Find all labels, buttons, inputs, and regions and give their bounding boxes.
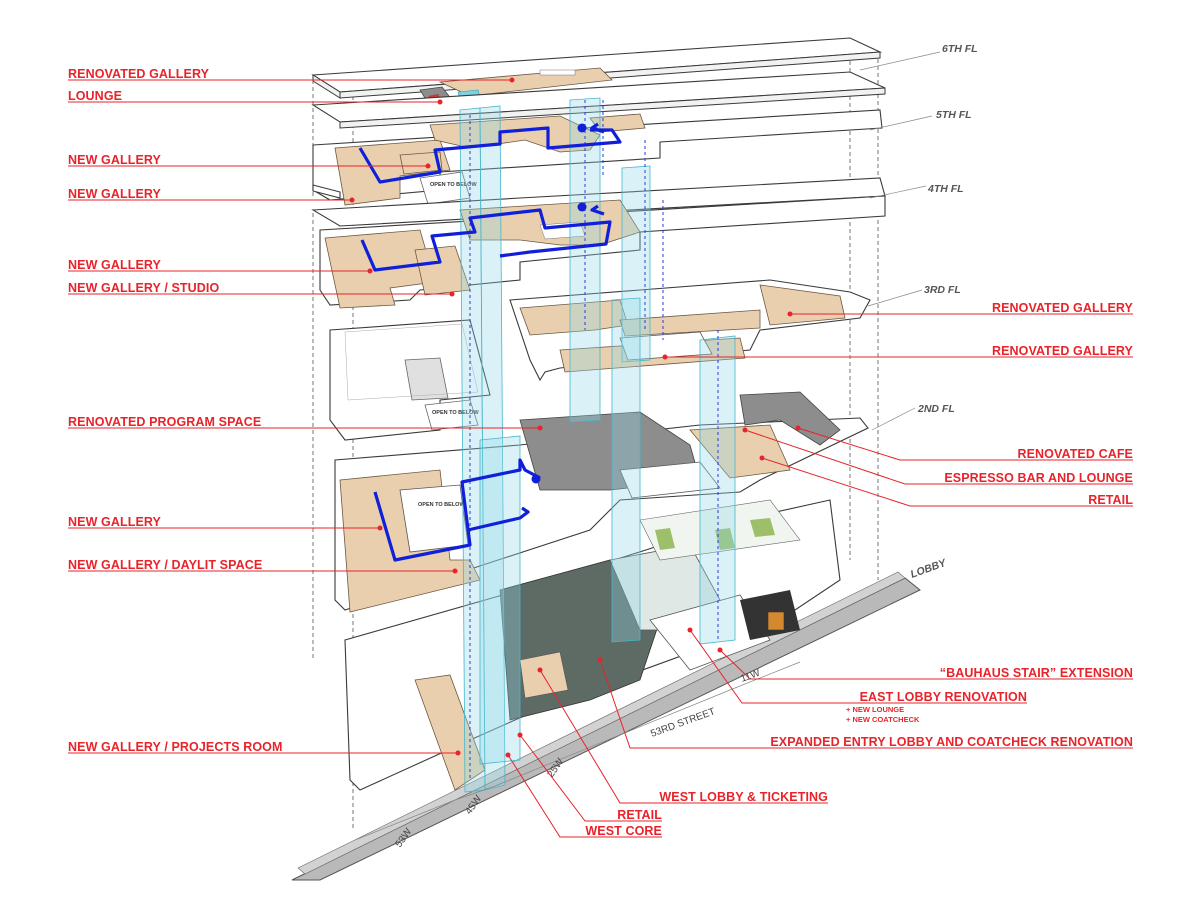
label-retail-2: RETAIL	[1088, 493, 1133, 507]
bottom-labels: WEST LOBBY & TICKETING RETAIL WEST CORE	[505, 667, 828, 838]
open-to-below-label: OPEN TO BELOW	[430, 182, 477, 188]
label-espresso-bar: ESPRESSO BAR AND LOUNGE	[944, 471, 1133, 485]
open-to-below-label: OPEN TO BELOW	[418, 502, 465, 508]
label-new-gallery-5a: NEW GALLERY	[68, 153, 162, 167]
floor-5-slab	[300, 109, 883, 210]
floor-6-slab	[311, 37, 883, 104]
circulation-path-5th	[358, 122, 622, 184]
label-east-lobby: EAST LOBBY RENOVATION	[860, 690, 1027, 704]
label-west-core: WEST CORE	[585, 824, 662, 838]
east-lobby-note-coatcheck: + NEW COATCHECK	[846, 715, 920, 724]
label-expanded-entry: EXPANDED ENTRY LOBBY AND COATCHECK RENOV…	[770, 735, 1133, 749]
floor-label-3: 3RD FL	[924, 284, 961, 296]
floor-3-slab	[509, 279, 871, 382]
east-lobby-note-lounge: + NEW LOUNGE	[846, 705, 904, 714]
floor-5-upper-slab	[311, 71, 886, 129]
label-new-gallery-projects: NEW GALLERY / PROJECTS ROOM	[68, 740, 283, 754]
circulation-path-2nd	[373, 458, 541, 562]
sidewalk	[291, 571, 921, 881]
label-new-gallery-4: NEW GALLERY	[68, 258, 162, 272]
label-lounge: LOUNGE	[68, 89, 122, 103]
label-new-gallery-5b: NEW GALLERY	[68, 187, 162, 201]
open-to-below-2: OPEN TO BELOW	[418, 502, 465, 508]
circulation-path-4th	[360, 202, 612, 272]
floor-label-lobby: LOBBY	[909, 557, 949, 581]
left-leader-dots	[349, 77, 543, 756]
label-retail-lobby: RETAIL	[617, 808, 662, 822]
right-labels: RENOVATED GALLERY RENOVATED GALLERY RENO…	[597, 301, 1134, 749]
label-renovated-gallery-3b: RENOVATED GALLERY	[992, 344, 1134, 358]
open-to-below-5: OPEN TO BELOW	[419, 171, 477, 205]
label-renovated-cafe: RENOVATED CAFE	[1017, 447, 1133, 461]
label-new-gallery-2: NEW GALLERY	[68, 515, 162, 529]
floor-label-4: 4TH FL	[927, 183, 964, 195]
left-labels: RENOVATED GALLERY LOUNGE NEW GALLERY NEW…	[68, 67, 540, 754]
open-to-below-3: OPEN TO BELOW	[424, 399, 479, 431]
label-renovated-gallery-6: RENOVATED GALLERY	[68, 67, 210, 81]
label-renovated-gallery-3a: RENOVATED GALLERY	[992, 301, 1134, 315]
floor-label-2: 2ND FL	[917, 403, 955, 415]
floor-label-5: 5TH FL	[936, 109, 972, 121]
open-to-below-label: OPEN TO BELOW	[432, 410, 479, 416]
label-new-gallery-studio: NEW GALLERY / STUDIO	[68, 281, 219, 295]
label-bauhaus-stair: “BAUHAUS STAIR” EXTENSION	[940, 666, 1133, 680]
label-west-lobby: WEST LOBBY & TICKETING	[659, 790, 828, 804]
vertical-shafts	[459, 97, 736, 793]
label-new-gallery-daylit: NEW GALLERY / DAYLIT SPACE	[68, 558, 262, 572]
lobby-slab	[344, 499, 841, 791]
floor-3-left-slab	[329, 319, 491, 441]
label-renovated-program-space: RENOVATED PROGRAM SPACE	[68, 415, 261, 429]
floor-label-6: 6TH FL	[942, 43, 978, 55]
